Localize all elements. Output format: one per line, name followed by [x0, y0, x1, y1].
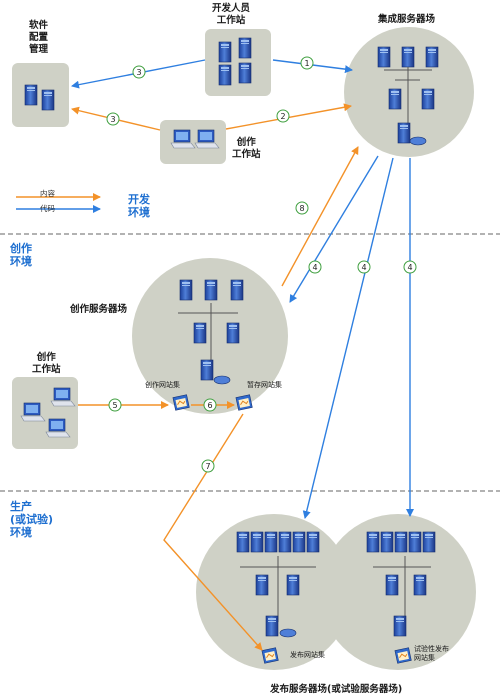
authoring-farm-label: 创作服务器场	[70, 304, 128, 315]
svg-text:3: 3	[110, 115, 115, 124]
legend-code-label: 代码	[40, 204, 55, 213]
step-badge-1: 1	[300, 56, 314, 70]
publishing-site-label: 发布网站集	[290, 651, 325, 659]
integration-farm-label: 集成服务器场	[378, 14, 436, 25]
svg-text:8: 8	[299, 204, 304, 213]
software-config-node	[12, 63, 69, 127]
authoring-site-icon	[172, 394, 190, 411]
step-badge-5: 5	[108, 398, 122, 412]
svg-text:6: 6	[207, 401, 212, 410]
zone-production-label: 生产 (或试验) 环境	[10, 500, 54, 539]
publishing-farm-node	[196, 514, 352, 670]
svg-text:4: 4	[312, 263, 317, 272]
svg-text:3: 3	[136, 68, 141, 77]
authoring-ws-top-label: 创作 工作站	[232, 137, 261, 160]
arrow-4-to-publishing	[302, 157, 394, 519]
step-badge-8: 8	[295, 201, 309, 215]
integration-servers-icon	[377, 46, 439, 146]
step-badge-4c: 4	[403, 260, 417, 274]
pilot-site-label: 试验性发布 网站集	[414, 645, 449, 662]
svg-text:4: 4	[361, 263, 366, 272]
authoring-site-label: 创作网站集	[145, 381, 180, 389]
step-badge-2: 2	[276, 109, 290, 123]
step-badge-4b: 4	[357, 260, 371, 274]
publishing-farm-label: 发布服务器场(或试验服务器场)	[270, 684, 403, 695]
step-badge-3a: 3	[132, 65, 146, 79]
step-badge-6: 6	[203, 398, 217, 412]
dev-workstation-node	[205, 29, 271, 96]
svg-text:1: 1	[304, 59, 309, 68]
staging-site-label: 暂存网站集	[247, 381, 282, 389]
authoring-ws-top-node	[160, 120, 226, 164]
publishing-site-icon	[261, 647, 279, 664]
svg-text:5: 5	[112, 401, 117, 410]
pilot-servers-icon	[366, 531, 436, 637]
zone-dev-label: 开发 环境	[128, 193, 150, 219]
dev-workstation-label: 开发人员 工作站	[212, 3, 251, 26]
svg-text:2: 2	[280, 112, 285, 121]
authoring-farm-node	[132, 258, 288, 414]
svg-text:4: 4	[407, 263, 412, 272]
authoring-ws-label: 创作 工作站	[32, 352, 61, 375]
arrow-8-authoring-to-integration	[281, 146, 359, 287]
authoring-servers-icon	[178, 279, 244, 385]
arrow-7-staging-to-publishing	[163, 413, 263, 651]
svg-text:7: 7	[205, 462, 210, 471]
step-badge-4a: 4	[308, 260, 322, 274]
zone-authoring-label: 创作 环境	[10, 242, 32, 268]
integration-farm-node	[344, 27, 474, 157]
arrow-4-to-authoring	[289, 155, 379, 303]
step-badge-3b: 3	[106, 112, 120, 126]
legend-content-label: 内容	[40, 189, 55, 198]
staging-site-icon	[235, 394, 253, 411]
publishing-servers-icon	[236, 531, 320, 638]
pilot-site-icon	[394, 647, 412, 664]
software-config-label: 软件 配置 管理	[29, 20, 49, 55]
step-badge-7: 7	[201, 459, 215, 473]
